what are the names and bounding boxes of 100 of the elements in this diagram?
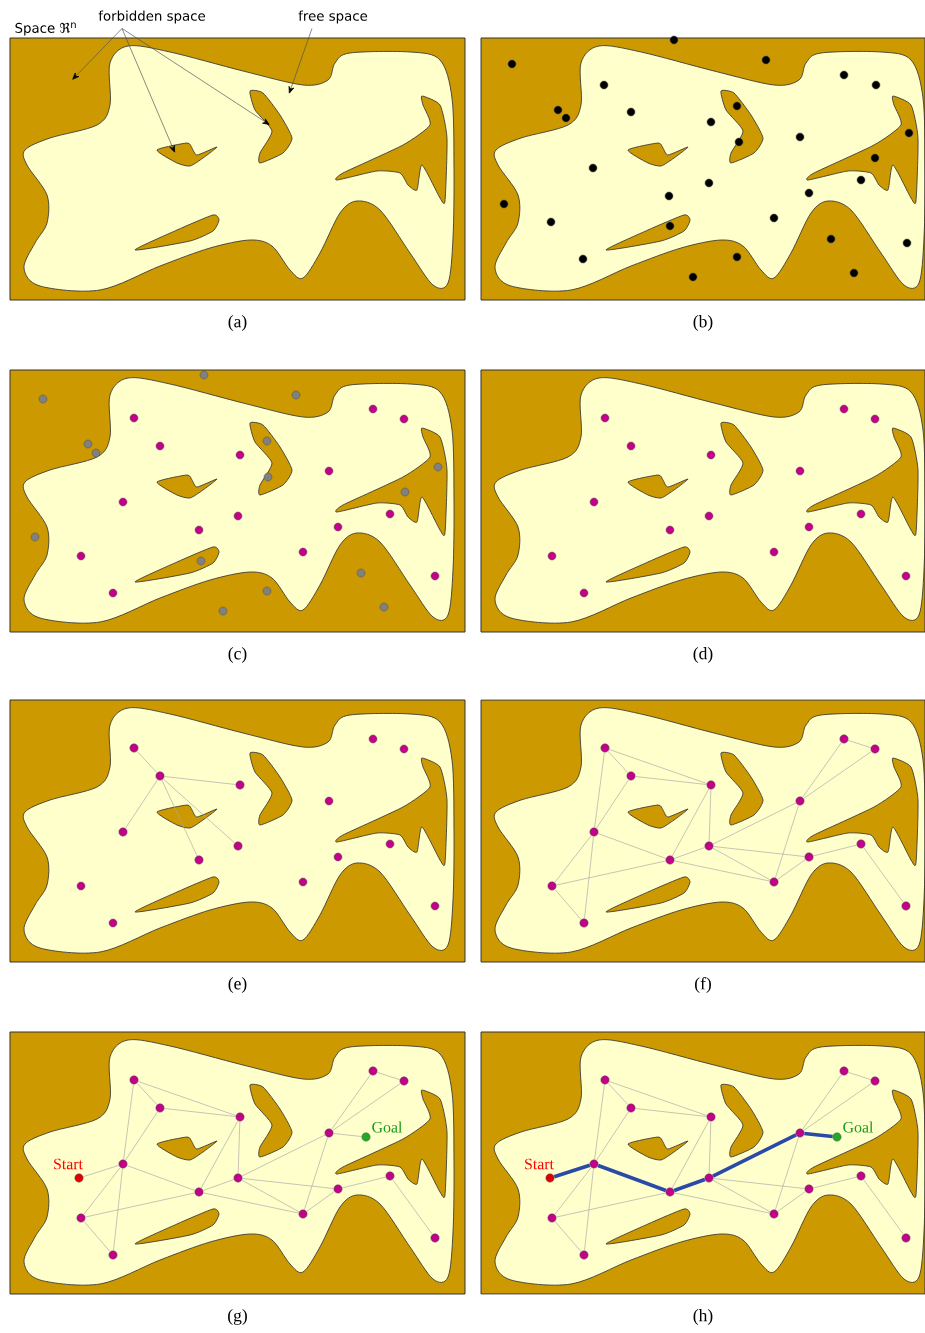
graph-edge (137, 1081, 237, 1116)
point-label: Goal (372, 1121, 403, 1133)
graph-edge (304, 1136, 328, 1211)
graph-edge (553, 1163, 591, 1179)
sample-point (856, 1171, 866, 1181)
graph-edge (554, 1221, 582, 1252)
sample-point (155, 1103, 165, 1113)
point-label: Start (54, 1158, 83, 1170)
graph-edge (802, 742, 842, 798)
sample-point (430, 1233, 440, 1243)
graph-edge (554, 1167, 592, 1215)
graph-edge (673, 847, 706, 859)
panel-caption: (d) (693, 647, 713, 663)
graph-edge (333, 1133, 362, 1137)
graph-edge (392, 1179, 433, 1235)
sample-point (769, 877, 779, 887)
graph-edge (306, 1191, 335, 1212)
sample-point (769, 1209, 779, 1219)
graph-edge (83, 1167, 121, 1215)
graph-edge (136, 750, 158, 774)
sample-point (804, 852, 814, 862)
panel-caption: (h) (693, 1309, 713, 1325)
leader-line (121, 28, 270, 125)
sample-point (108, 1250, 118, 1260)
graph-edge (777, 859, 806, 880)
sample-point (901, 1233, 911, 1243)
sample-point (129, 743, 139, 753)
sample-point (704, 841, 714, 851)
sample-point (118, 1159, 128, 1169)
graph-edge (136, 1082, 158, 1106)
graph-edge (847, 740, 872, 748)
panel-caption: (c) (228, 647, 247, 663)
graph-edge (708, 1121, 712, 1174)
callout-text: free space (298, 10, 368, 24)
sample-point (324, 1128, 334, 1138)
sample-point (579, 918, 589, 928)
graph-edge (712, 802, 797, 845)
leader-line (121, 28, 175, 153)
sample-point (129, 1075, 139, 1085)
sample-point (547, 1213, 557, 1223)
graph-edge (594, 752, 605, 828)
sample-point (626, 1103, 636, 1113)
graph-edge (82, 1165, 120, 1177)
graph-edge (635, 1108, 707, 1117)
graph-edge (203, 1192, 299, 1214)
space-label: Space ℜ$^{n}$ (15, 22, 76, 36)
sample-point (706, 1112, 716, 1122)
graph-edge (554, 889, 582, 920)
graph-edge (555, 860, 667, 886)
graph-edge (331, 1074, 371, 1130)
sample-point (600, 1075, 610, 1085)
graph-edge (242, 1178, 334, 1189)
sample-point (399, 1076, 409, 1086)
graph-edge (863, 847, 904, 903)
sample-point (665, 1187, 675, 1197)
panel-caption: (e) (228, 977, 247, 993)
graph-edge (674, 1192, 770, 1214)
graph-edge (164, 776, 236, 785)
sample-point (333, 1184, 343, 1194)
graph-edge (555, 1192, 667, 1218)
graph-edge (241, 1134, 326, 1177)
panel-caption: (a) (228, 315, 247, 331)
sample-point (547, 881, 557, 891)
sample-point (235, 780, 245, 790)
sample-point (704, 1173, 714, 1183)
graph-edge (802, 1074, 842, 1130)
graph-edge (123, 1084, 134, 1160)
sample-point (194, 855, 204, 865)
graph-edge (164, 1108, 236, 1117)
graph-edge (608, 749, 708, 784)
sample-point (233, 841, 243, 851)
graph-edge (341, 1176, 387, 1189)
graph-edge (597, 833, 667, 859)
graph-edge (607, 750, 629, 774)
sample-point (235, 1112, 245, 1122)
graph-edge (162, 778, 236, 844)
graph-edge (376, 1072, 401, 1080)
graph-edge (708, 789, 712, 842)
graph-edge (712, 1179, 771, 1213)
graph-edge (241, 1179, 300, 1213)
graph-edge (584, 836, 594, 919)
panel-caption: (b) (693, 315, 713, 331)
graph-edge (584, 1168, 594, 1251)
graph-edge (608, 1081, 708, 1116)
sample-point (665, 855, 675, 865)
graph-edge (237, 1121, 241, 1174)
sample-point (579, 1250, 589, 1260)
graph-edge (863, 1179, 904, 1235)
point-label: Start (525, 1158, 554, 1170)
sample-point (839, 734, 849, 744)
graph-edge (200, 1120, 239, 1189)
graph-edge (125, 779, 158, 829)
graph-edge (804, 1131, 833, 1139)
graph-edge (777, 1191, 806, 1212)
graph-edge (597, 1163, 667, 1193)
point-label: Goal (843, 1121, 874, 1133)
graph-edge (84, 1192, 196, 1218)
sample-point (870, 744, 880, 754)
sample-point (194, 1187, 204, 1197)
graph-edge (635, 776, 707, 785)
